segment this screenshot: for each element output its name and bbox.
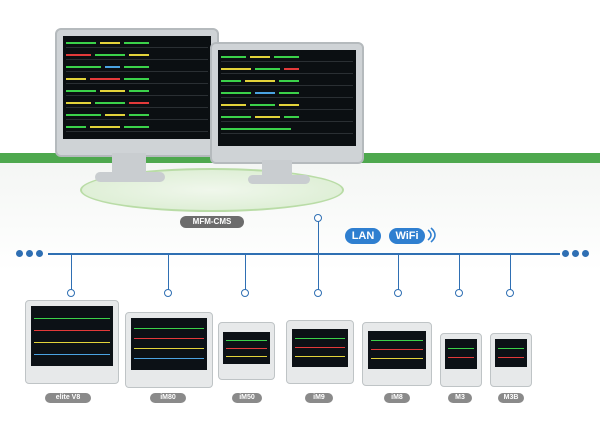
left-monitor-foot: [95, 172, 165, 182]
central-monitor-left-screen: [63, 36, 211, 139]
central-connector-node-bottom: [314, 289, 322, 297]
connector-line-im80: [168, 254, 169, 292]
wifi-badge: WiFi: [389, 228, 425, 244]
right-monitor-foot: [248, 175, 310, 184]
network-bus: [48, 253, 560, 255]
device-elite-v8-screen: [31, 306, 113, 366]
central-connector-node-top: [314, 214, 322, 222]
connector-node-m3: [455, 289, 463, 297]
device-m3: [440, 333, 482, 387]
device-label-m3b: M3B: [498, 393, 524, 403]
device-im80-screen: [131, 318, 207, 370]
device-m3b-screen: [495, 339, 527, 367]
bus-dot-right-2: [572, 250, 579, 257]
connector-line-m3b: [510, 254, 511, 292]
left-monitor-stand: [112, 153, 146, 173]
device-im50: [218, 322, 275, 380]
connector-line-im50: [245, 254, 246, 292]
bus-dot-left-1: [16, 250, 23, 257]
device-elite-v8: [25, 300, 119, 384]
bus-dot-left-3: [36, 250, 43, 257]
right-monitor-stand: [262, 160, 292, 176]
device-im8: [362, 322, 432, 386]
device-label-m3: M3: [448, 393, 472, 403]
connector-node-im8: [394, 289, 402, 297]
connector-node-m3b: [506, 289, 514, 297]
device-label-im9: iM9: [305, 393, 333, 403]
device-im50-screen: [223, 332, 270, 364]
central-monitor-right-screen: [218, 50, 356, 146]
connector-line-m3: [459, 254, 460, 292]
device-m3-screen: [445, 339, 477, 369]
device-im9: [286, 320, 354, 384]
connector-line-im8: [398, 254, 399, 292]
connector-node-elite-v8: [67, 289, 75, 297]
bus-dot-left-2: [26, 250, 33, 257]
lan-badge: LAN: [345, 228, 381, 244]
central-monitor-left: [55, 28, 219, 157]
background-panel: [0, 163, 600, 434]
connector-line-elite-v8: [71, 254, 72, 292]
system-label: MFM-CMS: [180, 216, 244, 228]
bus-dot-right-1: [562, 250, 569, 257]
device-im8-screen: [368, 331, 426, 369]
wifi-signal-icon: [427, 227, 436, 243]
device-label-im8: iM8: [384, 393, 410, 403]
device-label-im50: iM50: [232, 393, 262, 403]
device-label-im80: iM80: [150, 393, 186, 403]
central-connector-line: [318, 220, 319, 293]
device-im9-screen: [292, 329, 348, 367]
bus-dot-right-3: [582, 250, 589, 257]
connector-node-im80: [164, 289, 172, 297]
connector-node-im50: [241, 289, 249, 297]
device-m3b: [490, 333, 532, 387]
device-im80: [125, 312, 213, 388]
device-label-elite-v8: elite V8: [45, 393, 91, 403]
central-monitor-right: [210, 42, 364, 164]
